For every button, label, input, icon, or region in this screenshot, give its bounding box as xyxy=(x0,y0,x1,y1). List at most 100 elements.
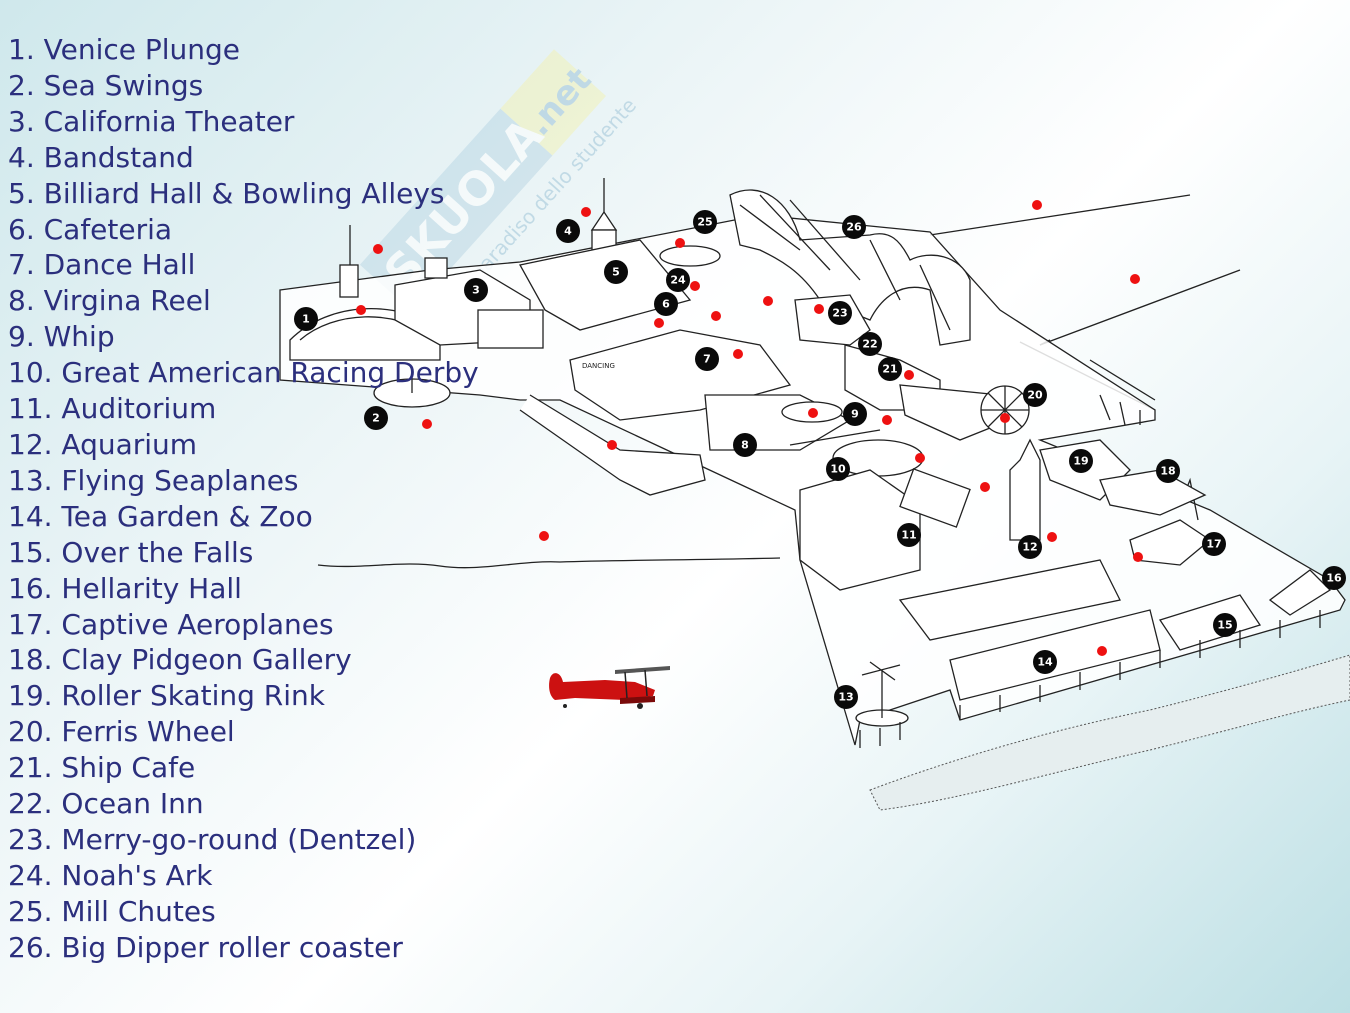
marker-23[interactable]: 23 xyxy=(828,301,852,325)
legend-item: 24. Noah's Ark xyxy=(8,858,213,892)
big-dipper-lattice xyxy=(739,194,951,331)
marker-8[interactable]: 8 xyxy=(733,433,757,457)
marker-5[interactable]: 5 xyxy=(604,260,628,284)
marker-4[interactable]: 4 xyxy=(556,219,580,243)
marker-9[interactable]: 9 xyxy=(843,402,867,426)
location-dot[interactable] xyxy=(581,207,591,217)
svg-text:7: 7 xyxy=(703,353,711,366)
marker-16[interactable]: 16 xyxy=(1322,566,1346,590)
marker-1[interactable]: 1 xyxy=(294,307,318,331)
legend-item: 6. Cafeteria xyxy=(8,212,173,246)
location-dot[interactable] xyxy=(904,370,914,380)
venice-plunge-tower xyxy=(339,264,359,298)
location-dot[interactable] xyxy=(422,419,432,429)
legend-item: 10. Great American Racing Derby xyxy=(8,356,479,390)
location-dot[interactable] xyxy=(733,349,743,359)
svg-text:3: 3 xyxy=(472,284,480,297)
legend-item: 14. Tea Garden & Zoo xyxy=(8,499,313,533)
location-dot[interactable] xyxy=(1133,552,1143,562)
marker-21[interactable]: 21 xyxy=(878,357,902,381)
location-dot[interactable] xyxy=(882,415,892,425)
legend-item: 1. Venice Plunge xyxy=(8,33,241,66)
location-dot[interactable] xyxy=(675,238,685,248)
dancing-sign: DANCING xyxy=(582,362,615,370)
location-dot[interactable] xyxy=(607,440,617,450)
marker-25[interactable]: 25 xyxy=(693,210,717,234)
marker-24[interactable]: 24 xyxy=(666,268,690,292)
ship-cafe xyxy=(899,384,1011,441)
location-dot[interactable] xyxy=(763,296,773,306)
marker-26[interactable]: 26 xyxy=(842,215,866,239)
legend-item: 12. Aquarium xyxy=(8,427,198,461)
marker-7[interactable]: 7 xyxy=(695,347,719,371)
pier-side-rail xyxy=(1089,359,1156,426)
location-dot[interactable] xyxy=(356,305,366,315)
aquarium-tower xyxy=(1009,438,1041,541)
location-dot[interactable] xyxy=(690,281,700,291)
location-dots xyxy=(356,200,1143,656)
svg-text:15: 15 xyxy=(1217,619,1232,632)
legend-item: 4. Bandstand xyxy=(8,140,194,174)
lower-pier-buildings xyxy=(898,559,1121,641)
svg-text:23: 23 xyxy=(832,307,847,320)
marker-10[interactable]: 10 xyxy=(826,457,850,481)
legend-item: 2. Sea Swings xyxy=(8,68,204,102)
billiard-hall-building xyxy=(519,239,692,331)
pier-deck xyxy=(279,214,1346,746)
location-dot[interactable] xyxy=(373,244,383,254)
legend-item: 23. Merry-go-round (Dentzel) xyxy=(8,822,417,856)
marker-15[interactable]: 15 xyxy=(1213,613,1237,637)
svg-text:16: 16 xyxy=(1326,572,1342,585)
marker-6[interactable]: 6 xyxy=(654,292,678,316)
svg-text:11: 11 xyxy=(901,529,916,542)
svg-text:14: 14 xyxy=(1037,656,1053,669)
location-dot[interactable] xyxy=(1130,274,1140,284)
location-dot[interactable] xyxy=(711,311,721,321)
clay-pigeon-gallery xyxy=(1099,469,1207,516)
over-the-falls xyxy=(1158,594,1262,651)
svg-text:6: 6 xyxy=(662,298,670,311)
svg-text:10: 10 xyxy=(830,463,846,476)
marker-3[interactable]: 3 xyxy=(464,278,488,302)
marker-14[interactable]: 14 xyxy=(1033,650,1057,674)
mill-chutes xyxy=(659,245,721,267)
marker-22[interactable]: 22 xyxy=(858,332,882,356)
bandstand-roof xyxy=(590,210,618,231)
legend-item: 22. Ocean Inn xyxy=(8,787,204,821)
location-dot[interactable] xyxy=(1032,200,1042,210)
location-dot[interactable] xyxy=(1097,646,1107,656)
marker-12[interactable]: 12 xyxy=(1018,535,1042,559)
marker-18[interactable]: 18 xyxy=(1156,459,1180,483)
svg-text:26: 26 xyxy=(846,221,862,234)
svg-text:17: 17 xyxy=(1206,538,1221,551)
marker-11[interactable]: 11 xyxy=(897,523,921,547)
marker-20[interactable]: 20 xyxy=(1023,383,1047,407)
location-dot[interactable] xyxy=(654,318,664,328)
legend-item: 3. California Theater xyxy=(8,104,295,138)
legend-item: 18. Clay Pidgeon Gallery xyxy=(8,643,352,677)
location-dot[interactable] xyxy=(814,304,824,314)
marker-17[interactable]: 17 xyxy=(1202,532,1226,556)
legend-item: 13. Flying Seaplanes xyxy=(8,463,299,497)
flying-seaplanes-mast xyxy=(861,661,901,718)
auditorium-building xyxy=(799,469,921,591)
location-dot[interactable] xyxy=(915,453,925,463)
location-dot[interactable] xyxy=(1000,413,1010,423)
legend-item: 16. Hellarity Hall xyxy=(8,571,242,605)
legend-item: 20. Ferris Wheel xyxy=(8,715,235,749)
legend-item: 5. Billiard Hall & Bowling Alleys xyxy=(8,176,445,210)
location-dot[interactable] xyxy=(539,531,549,541)
location-dot[interactable] xyxy=(808,408,818,418)
marker-19[interactable]: 19 xyxy=(1069,449,1093,473)
marker-13[interactable]: 13 xyxy=(834,685,858,709)
svg-text:12: 12 xyxy=(1022,541,1037,554)
location-dot[interactable] xyxy=(1047,532,1057,542)
location-dot[interactable] xyxy=(980,482,990,492)
marker-2[interactable]: 2 xyxy=(364,406,388,430)
california-theater-tower xyxy=(424,257,448,279)
legend-item: 19. Roller Skating Rink xyxy=(8,679,325,713)
svg-text:25: 25 xyxy=(697,216,712,229)
svg-text:21: 21 xyxy=(882,363,897,376)
pier-edge-top xyxy=(1039,269,1241,346)
